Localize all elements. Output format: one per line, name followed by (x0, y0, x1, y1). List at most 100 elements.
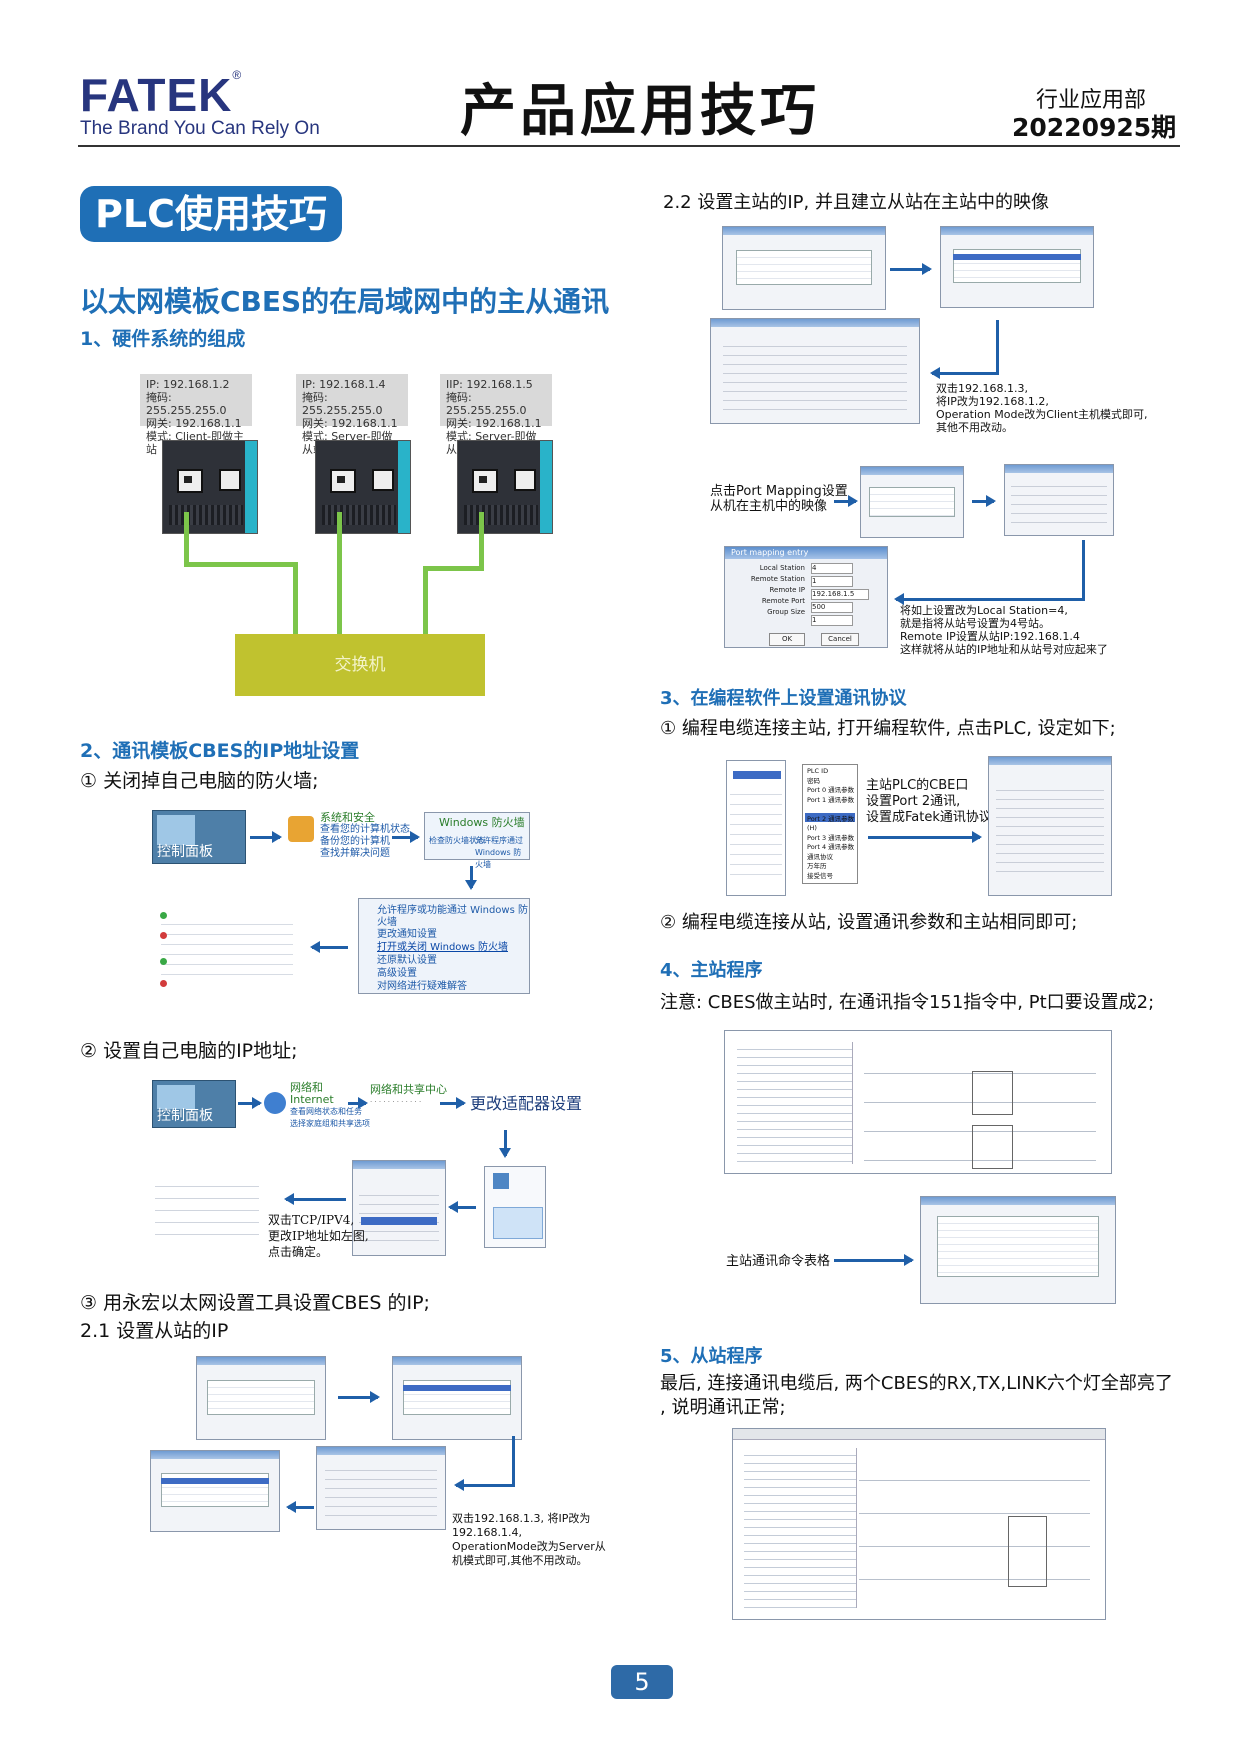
command-table-label: 主站通讯命令表格 (726, 1254, 831, 1269)
arrow-left (894, 593, 1085, 605)
arrow-left (310, 941, 348, 953)
sharing-center-panel: 网络和共享中心 · · · · · · · · · · · · (370, 1083, 447, 1107)
arrow-right (834, 495, 858, 507)
cable (423, 566, 428, 634)
arrow-left (930, 367, 999, 379)
connector (996, 320, 999, 374)
master-ladder-screenshot (724, 1030, 1112, 1174)
plc-slave-2 (457, 440, 553, 534)
ethernet-config-screenshot (196, 1356, 326, 1440)
dialog-title: Port mapping entry (725, 547, 887, 559)
step-pc-ip: ② 设置自己电脑的IP地址; (80, 1040, 298, 1062)
arrow-left (454, 1479, 515, 1491)
master-ethernet-config-screenshot (722, 226, 886, 310)
connector (512, 1436, 515, 1486)
arrow-right (972, 495, 996, 507)
heading-protocol: 3、在编程软件上设置通讯协议 (660, 688, 907, 709)
slave-ladder-screenshot (732, 1428, 1106, 1620)
arrow-right (250, 831, 282, 843)
cable (184, 512, 189, 564)
arrow-down (499, 1130, 511, 1158)
arrow-right (834, 1254, 914, 1266)
network-switch: 交换机 (235, 634, 485, 696)
heading-hardware: 1、硬件系统的组成 (80, 328, 246, 350)
master-ethernet-selected-screenshot (940, 226, 1094, 308)
port-mapping-note: 点击Port Mapping设置 从机在主机中的映像 (710, 484, 848, 514)
arrow-right (338, 1391, 380, 1403)
dialog-values: 4 1 192.168.1.5 500 1 (811, 563, 869, 626)
cancel-button[interactable]: Cancel (821, 633, 859, 646)
arrow-right (440, 1097, 466, 1109)
port-mapping-list-screenshot (860, 466, 964, 538)
fatek-logo: FATEK® (80, 68, 243, 121)
control-panel-icon: 控制面板 (152, 810, 246, 864)
issue-number: 20220925期 (1012, 113, 1177, 142)
adapter-properties-screenshot (352, 1160, 446, 1256)
firewall-link-screenshot: Windows 防火墙 检查防火墙状态 允许程序通过 Windows 防火墙 (424, 812, 530, 869)
master-program-note: 注意: CBES做主站时, 在通讯指令151指令中, Pt口要设置成2; (660, 992, 1155, 1013)
ok-button[interactable]: OK (769, 633, 805, 646)
slave-properties-screenshot (316, 1446, 446, 1530)
security-shield-icon (288, 816, 314, 842)
arrow-right (392, 831, 420, 843)
connector (1082, 540, 1085, 600)
arrow-right (868, 831, 982, 843)
port-mapping-entry-small-screenshot (1004, 464, 1114, 536)
arrow-left (284, 1193, 346, 1205)
adapter-icons-screenshot (484, 1166, 546, 1248)
plc-master (162, 440, 258, 534)
section-badge: PLC使用技巧 (80, 186, 342, 242)
slave-ip-note: 双击192.168.1.3, 将IP改为192.168.1.4, Operati… (452, 1512, 606, 1567)
arrow-right (238, 1097, 262, 1109)
port2-params-screenshot (988, 756, 1112, 896)
document-title: 产品应用技巧 (460, 79, 820, 144)
network-panel: 网络和 Internet 查看网络状态和任务 选择家庭组和共享选项 (290, 1081, 370, 1129)
ethernet-config-selected-screenshot (392, 1356, 522, 1440)
plc-menu-screenshot (726, 760, 786, 896)
arrow-left (448, 1201, 476, 1213)
step-cbes-tool: ③ 用永宏以太网设置工具设置CBES 的IP; (80, 1292, 430, 1314)
cable (479, 512, 484, 568)
firewall-off-screenshot (152, 898, 302, 994)
header-rule (78, 145, 1180, 147)
change-adapter-link: 更改适配器设置 (470, 1094, 583, 1113)
step-slave-protocol: ② 编程电缆连接从站, 设置通讯参数和主站相同即可; (660, 912, 1078, 933)
cable (337, 512, 342, 634)
heading-slave-program: 5、从站程序 (660, 1346, 763, 1367)
brand-tagline: The Brand You Can Rely On (80, 118, 320, 139)
master-properties-screenshot (710, 318, 920, 424)
control-panel-icon: 控制面板 (152, 1080, 236, 1128)
slave-program-text: 最后, 连接通讯电缆后, 两个CBES的RX,TX,LINK六个灯全部亮了 , … (660, 1373, 1173, 1418)
page-number: 5 (611, 1665, 673, 1699)
slave-config-result-screenshot (150, 1450, 280, 1532)
arrow-right (890, 263, 932, 275)
heading-master-ip: 2.2 设置主站的IP, 并且建立从站在主站中的映像 (663, 192, 1049, 213)
cable (184, 562, 297, 567)
security-panel: 系统和安全 查看您的计算机状态 备份您的计算机 查找并解决问题 (320, 811, 410, 860)
plc-slave-1 (315, 440, 411, 534)
network-globe-icon (264, 1092, 286, 1114)
mapping-explain-note: 将如上设置改为Local Station=4, 就是指将从站号设置为4号站。 R… (900, 604, 1108, 656)
article-title: 以太网模板CBES的在局域网中的主从通讯 (80, 285, 610, 318)
firewall-menu-screenshot: 允许程序或功能通过 Windows 防火墙 更改通知设置 打开或关闭 Windo… (358, 898, 530, 994)
command-table-screenshot (920, 1196, 1116, 1304)
heading-master-program: 4、主站程序 (660, 960, 763, 981)
ipv4-dialog-screenshot (148, 1158, 266, 1254)
master-ip-note: 双击192.168.1.3, 将IP改为192.168.1.2, Operati… (936, 382, 1148, 434)
step-firewall: ① 关闭掉自己电脑的防火墙; (80, 770, 319, 792)
step-master-protocol: ① 编程电缆连接主站, 打开编程软件, 点击PLC, 设定如下; (660, 718, 1116, 739)
cable (293, 562, 298, 634)
arrow-right (348, 1097, 368, 1109)
arrow-left (286, 1501, 314, 1513)
heading-ip-settings: 2、通讯模板CBES的IP地址设置 (80, 740, 360, 762)
port2-note: 主站PLC的CBE口 设置Port 2通讯, 设置成Fatek通讯协议。 (866, 778, 1005, 825)
tcp-ipv4-note: 双击TCP/IPV4, 更改IP地址如左图, 点击确定。 (268, 1213, 369, 1259)
arrow-down (465, 866, 477, 890)
department: 行业应用部 (1036, 88, 1147, 113)
